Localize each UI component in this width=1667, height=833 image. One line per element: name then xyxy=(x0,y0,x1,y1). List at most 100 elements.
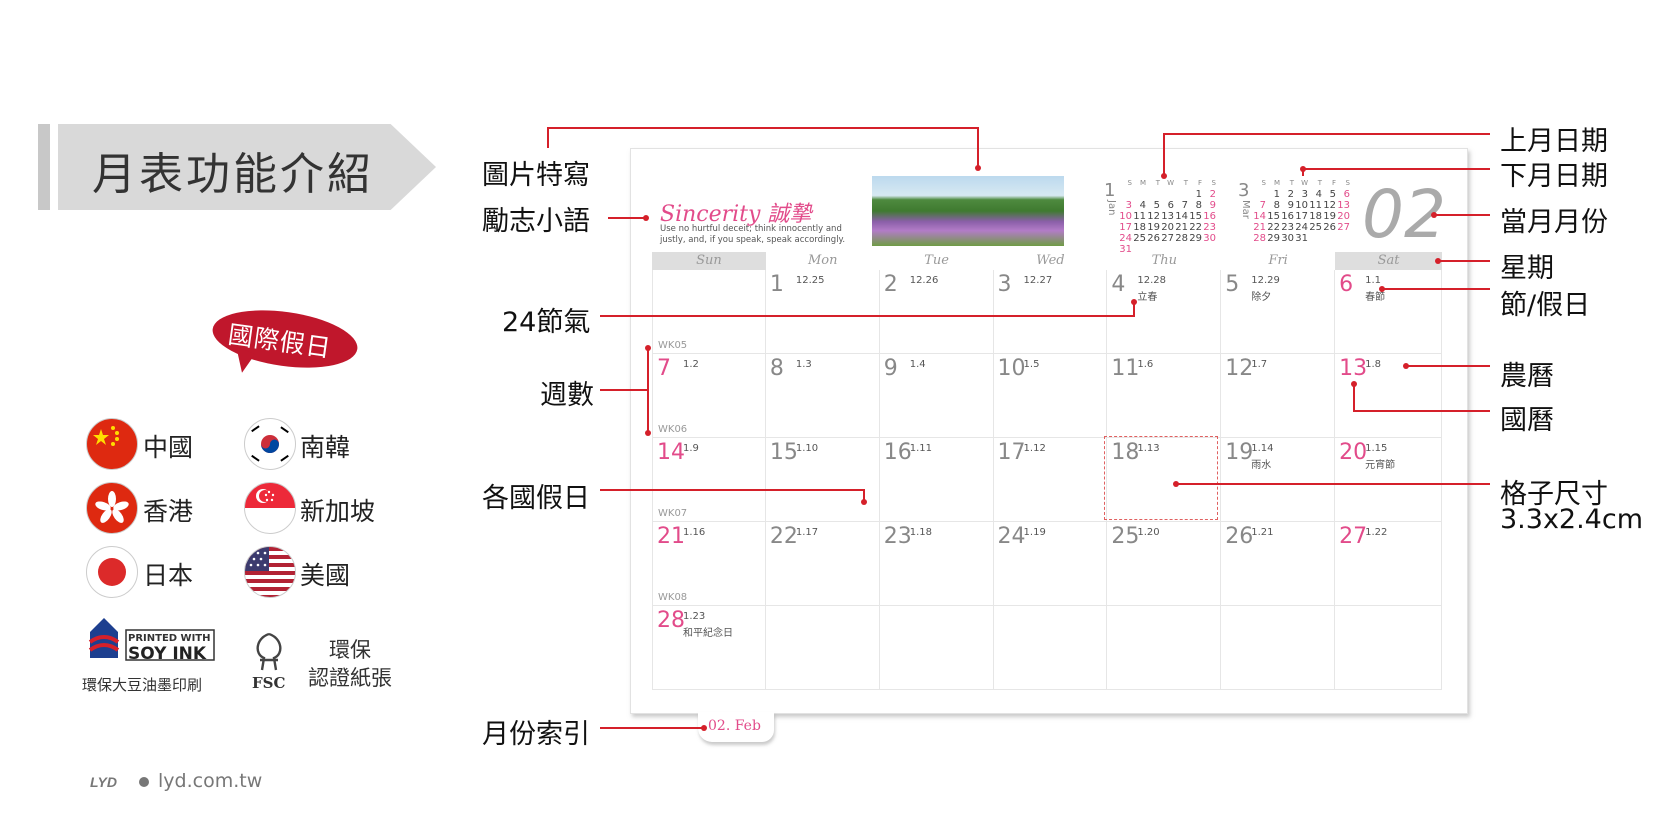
mini-day: 5 xyxy=(1329,189,1336,200)
china-flag-icon xyxy=(86,418,138,470)
mini-day: 13 xyxy=(1337,200,1350,211)
gregorian-date: 11 xyxy=(1111,356,1140,381)
mini-day: 28 xyxy=(1175,233,1188,244)
gregorian-date: 7 xyxy=(657,356,671,381)
gregorian-date: 19 xyxy=(1225,440,1254,465)
lunar-date: 12.29 xyxy=(1251,275,1280,286)
gregorian-date: 9 xyxy=(883,356,898,381)
callout-current-month: 當月月份 xyxy=(1500,207,1608,238)
mini-day: 19 xyxy=(1147,222,1160,233)
mini-day: 29 xyxy=(1189,233,1202,244)
motto-title: Sincerity 誠摯 xyxy=(660,202,812,227)
mini-day: 11 xyxy=(1309,200,1322,211)
gregorian-date: 12 xyxy=(1225,356,1254,381)
lunar-date: 1.12 xyxy=(1023,443,1046,454)
week-number: WK05 xyxy=(658,340,688,351)
weekday-header: Wed xyxy=(1036,253,1065,268)
weekday-header: Fri xyxy=(1268,253,1288,268)
gregorian-date: 14 xyxy=(657,440,685,465)
gregorian-date: 21 xyxy=(657,524,685,549)
mini-day: 19 xyxy=(1323,211,1336,222)
fsc-caption-line1: 環保 xyxy=(329,638,371,662)
mini-weekday-header: M xyxy=(1273,179,1280,187)
callout-motto: 勵志小語 xyxy=(482,206,590,237)
gregorian-date: 24 xyxy=(997,524,1026,549)
country-japan: 日本 xyxy=(143,561,194,590)
korea-flag-icon xyxy=(244,418,296,470)
soy-ink-line1: PRINTED WITH xyxy=(128,633,211,644)
gregorian-date: 28 xyxy=(657,608,685,633)
gregorian-date: 1 xyxy=(769,272,784,297)
next-month-num: 3 xyxy=(1238,180,1250,201)
mini-day: 11 xyxy=(1133,211,1146,222)
mini-day: 17 xyxy=(1295,211,1308,222)
mini-day: 2 xyxy=(1209,189,1216,200)
mini-day: 31 xyxy=(1119,244,1132,255)
lunar-date: 1.4 xyxy=(909,359,926,370)
mini-day: 1 xyxy=(1273,189,1280,200)
mini-day: 7 xyxy=(1259,200,1266,211)
mini-day: 6 xyxy=(1343,189,1350,200)
gregorian-date: 13 xyxy=(1339,356,1368,381)
mini-day: 4 xyxy=(1315,189,1322,200)
mini-day: 30 xyxy=(1281,233,1294,244)
callout-festival: 節/假日 xyxy=(1500,290,1591,321)
gregorian-date: 22 xyxy=(769,524,798,549)
lunar-date: 1.1 xyxy=(1365,275,1381,286)
lunar-date: 1.2 xyxy=(683,359,699,370)
gregorian-date: 25 xyxy=(1111,524,1140,549)
mini-weekday-header: F xyxy=(1331,179,1336,187)
weekday-header: Sat xyxy=(1335,252,1442,270)
callout-week-number: 週數 xyxy=(540,380,594,411)
mini-day: 12 xyxy=(1147,211,1160,222)
mini-day: 13 xyxy=(1161,211,1174,222)
gregorian-date: 27 xyxy=(1339,524,1368,549)
mini-day: 28 xyxy=(1253,233,1266,244)
festival-label: 雨水 xyxy=(1251,460,1272,471)
calendar-photo xyxy=(872,176,1064,246)
lunar-date: 1.9 xyxy=(683,443,699,454)
festival-label: 除夕 xyxy=(1251,292,1272,303)
mini-day: 30 xyxy=(1203,233,1216,244)
mini-day: 20 xyxy=(1337,211,1350,222)
lunar-date: 1.19 xyxy=(1023,527,1046,538)
mini-day: 21 xyxy=(1175,222,1188,233)
mini-weekday-header: S xyxy=(1127,179,1132,187)
brand-url: lyd.com.tw xyxy=(158,770,263,792)
lunar-date: 1.21 xyxy=(1251,527,1274,538)
mini-day: 10 xyxy=(1119,211,1132,222)
mini-day: 26 xyxy=(1147,233,1160,244)
mini-day: 21 xyxy=(1253,222,1266,233)
mini-weekday-header: T xyxy=(1183,179,1188,187)
gregorian-date: 4 xyxy=(1111,272,1126,297)
gregorian-date: 20 xyxy=(1339,440,1368,465)
mini-day: 20 xyxy=(1161,222,1174,233)
gregorian-date: 6 xyxy=(1339,272,1354,297)
soy-ink-logo xyxy=(82,618,216,672)
mini-day: 14 xyxy=(1253,211,1266,222)
day-cell: WK05 xyxy=(652,270,766,354)
callout-prev-month: 上月日期 xyxy=(1500,126,1608,157)
week-number: WK07 xyxy=(658,508,688,519)
prev-month-name: Jan xyxy=(1106,200,1117,216)
lunar-date: 1.20 xyxy=(1137,527,1160,538)
mini-day: 1 xyxy=(1195,189,1202,200)
lunar-date: 12.25 xyxy=(795,275,825,286)
next-month-name: Mar xyxy=(1240,200,1251,219)
